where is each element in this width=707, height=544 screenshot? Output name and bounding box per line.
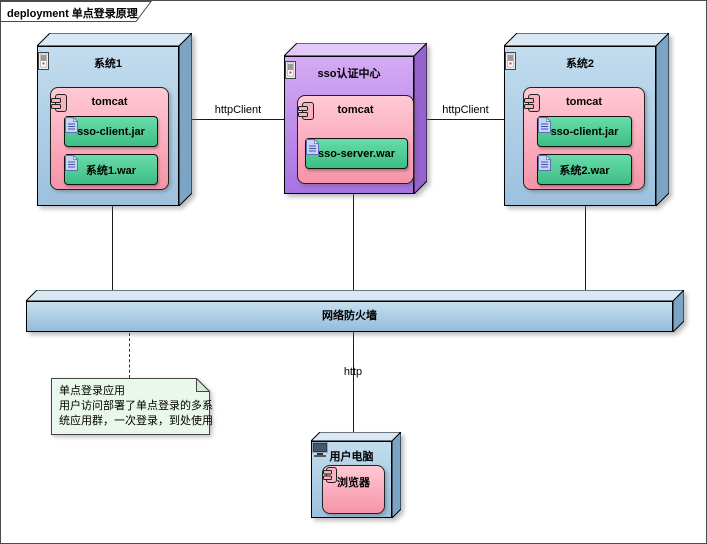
artifact-system1-war[interactable]: 系统1.war: [64, 154, 158, 185]
artifact-document-icon: [538, 155, 551, 171]
artifact-label: sso-client.jar: [550, 125, 619, 138]
note-shape: [51, 377, 211, 435]
artifact-document-icon: [538, 117, 551, 133]
frame-tab-shape: [1, 1, 152, 22]
node-user-pc-title: 用户电脑: [329, 451, 374, 463]
connector-label-httpclient-right: httpClient: [442, 104, 489, 116]
server-device-icon: [505, 52, 516, 70]
node-user-pc[interactable]: 用户电脑 浏览器: [311, 432, 401, 518]
monitor-icon: [312, 442, 328, 457]
connector-system1-firewall[interactable]: [112, 206, 113, 303]
connector-ssocenter-firewall[interactable]: [353, 194, 354, 303]
component-tomcat-sso-label: tomcat: [337, 104, 374, 116]
component-icon: [51, 94, 67, 112]
node-system2[interactable]: 系统2 tomcat sso-client.jar: [504, 33, 669, 206]
diagram-title: deployment 单点登录原理: [7, 8, 138, 20]
artifact-label: sso-client.jar: [77, 125, 145, 138]
node-system1-title: 系统1: [93, 58, 123, 70]
component-tomcat-system1[interactable]: tomcat sso-client.jar: [50, 87, 169, 190]
note-text: 单点登录应用 用户访问部署了单点登录的多系 统应用群，一次登录，到处使用: [59, 385, 213, 427]
connector-system2-firewall[interactable]: [585, 206, 586, 303]
node-system2-title: 系统2: [565, 58, 595, 70]
component-browser-label: 浏览器: [337, 477, 370, 489]
node-sso-center-title: sso认证中心: [317, 68, 381, 80]
node-firewall-title: 网络防火墙: [322, 310, 377, 322]
artifact-sso-server-war[interactable]: sso-server.war: [305, 138, 408, 169]
artifact-sso-client-jar-system2[interactable]: sso-client.jar: [537, 116, 632, 147]
artifact-document-icon: [65, 155, 78, 171]
node-system1[interactable]: 系统1 tomcat sso-client.jar: [37, 33, 192, 206]
component-icon: [323, 467, 337, 483]
component-icon: [298, 102, 314, 120]
artifact-system2-war[interactable]: 系统2.war: [537, 154, 632, 185]
diagram-frame-tab: deployment 单点登录原理: [1, 1, 157, 23]
node-sso-center-3d-faces: [284, 43, 427, 194]
connector-httpclient-left[interactable]: [192, 119, 284, 120]
server-device-icon: [285, 61, 296, 79]
node-system2-3d-faces: [504, 33, 669, 206]
component-tomcat-system2[interactable]: tomcat sso-client.jar: [523, 87, 645, 190]
connector-label-http: http: [343, 366, 363, 378]
artifact-document-icon: [306, 139, 319, 155]
artifact-document-icon: [65, 117, 78, 133]
connector-firewall-userpc[interactable]: [353, 332, 354, 434]
note-sso-description[interactable]: 单点登录应用 用户访问部署了单点登录的多系 统应用群，一次登录，到处使用: [51, 377, 213, 435]
artifact-sso-client-jar-system1[interactable]: sso-client.jar: [64, 116, 158, 147]
component-browser[interactable]: 浏览器: [322, 465, 385, 514]
node-firewall[interactable]: 网络防火墙: [26, 290, 684, 332]
node-sso-center[interactable]: sso认证中心 tomcat sso-server.war: [284, 43, 427, 194]
server-device-icon: [38, 52, 49, 70]
connector-label-httpclient-left: httpClient: [214, 104, 262, 116]
artifact-label: 系统1.war: [85, 164, 137, 177]
note-anchor-dashed-line[interactable]: [129, 333, 130, 378]
component-icon: [524, 94, 540, 112]
artifact-label: sso-server.war: [317, 147, 396, 160]
component-tomcat-sso-center[interactable]: tomcat sso-server.war: [297, 95, 414, 184]
connector-httpclient-right[interactable]: [427, 119, 504, 120]
artifact-label: 系统2.war: [559, 164, 610, 177]
component-tomcat-system1-label: tomcat: [91, 96, 128, 108]
component-tomcat-system2-label: tomcat: [565, 96, 603, 108]
